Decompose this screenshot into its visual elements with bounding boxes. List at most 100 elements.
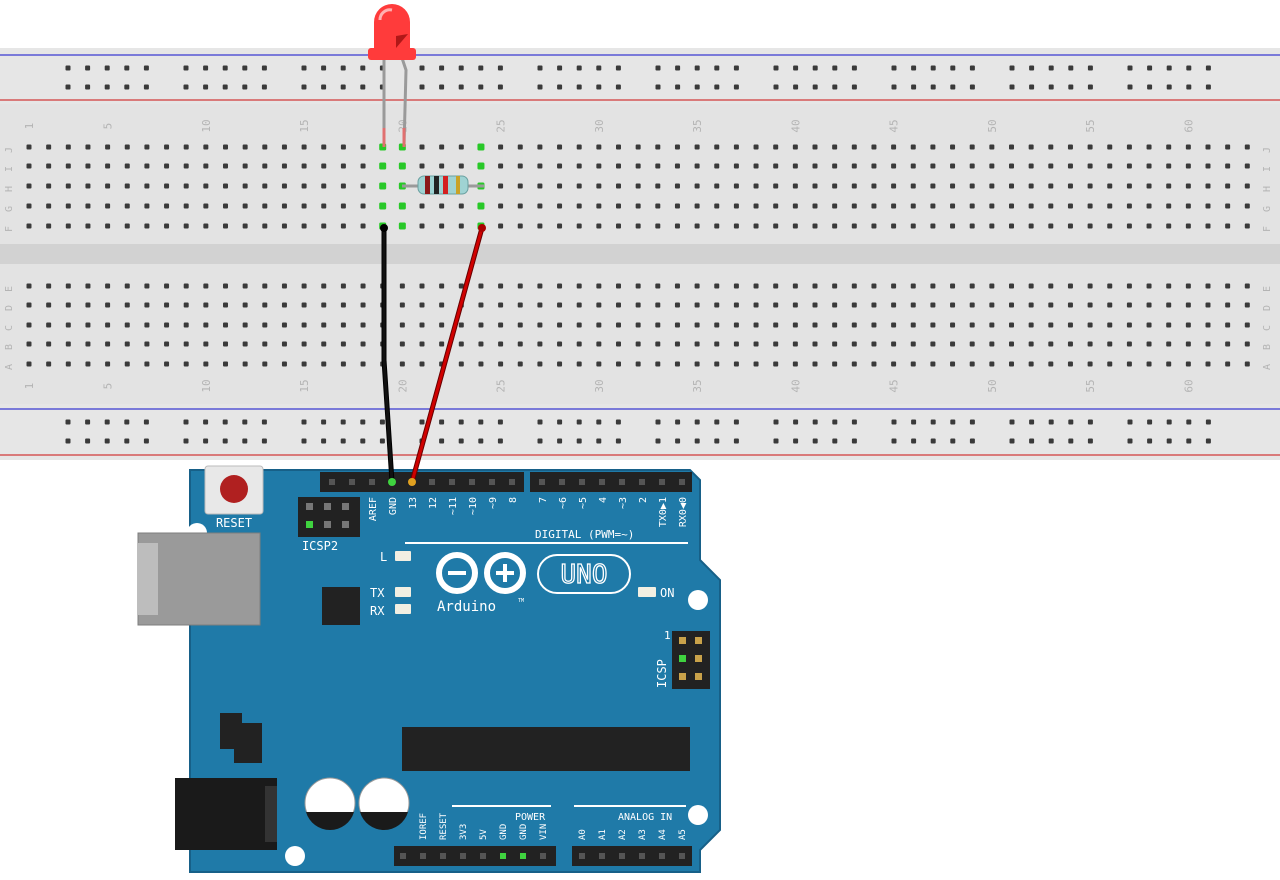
led[interactable] bbox=[368, 4, 416, 148]
header-pin[interactable] bbox=[329, 479, 335, 485]
header-pin[interactable] bbox=[659, 853, 665, 859]
breadboard-hole bbox=[635, 361, 641, 367]
header-pin[interactable] bbox=[509, 479, 515, 485]
breadboard-hole bbox=[85, 302, 91, 308]
breadboard-hole bbox=[792, 163, 798, 169]
breadboard-hole bbox=[694, 183, 700, 189]
rail-hole bbox=[773, 84, 779, 90]
breadboard-hole bbox=[242, 283, 248, 289]
red-wire[interactable] bbox=[410, 226, 484, 484]
led-l-label: L bbox=[380, 550, 387, 564]
header-pin[interactable] bbox=[369, 479, 375, 485]
breadboard-hole bbox=[832, 223, 838, 229]
rail-hole bbox=[615, 438, 621, 444]
row-letter: G bbox=[1262, 206, 1273, 212]
breadboard-hole bbox=[360, 223, 366, 229]
breadboard-hole bbox=[1009, 203, 1014, 209]
breadboard-hole bbox=[694, 322, 700, 328]
header-pin[interactable] bbox=[460, 853, 466, 859]
breadboard-hole bbox=[1087, 322, 1093, 328]
header-pin[interactable] bbox=[449, 479, 455, 485]
rail-hole bbox=[911, 65, 917, 71]
breadboard-hole bbox=[262, 341, 268, 347]
row-letter: I bbox=[4, 166, 15, 172]
rail-hole bbox=[930, 419, 936, 425]
column-number: 25 bbox=[495, 119, 508, 132]
header-pin[interactable] bbox=[619, 853, 625, 859]
breadboard-hole bbox=[1225, 223, 1231, 229]
header-pin[interactable] bbox=[480, 853, 486, 859]
breadboard-hole bbox=[616, 361, 621, 367]
column-number: 50 bbox=[986, 379, 999, 392]
header-pin[interactable] bbox=[400, 853, 406, 859]
logo-trademark: TM bbox=[518, 598, 524, 604]
resistor[interactable] bbox=[402, 175, 484, 195]
breadboard-hole bbox=[635, 283, 641, 289]
header-pin[interactable] bbox=[579, 479, 585, 485]
header-pin[interactable] bbox=[639, 479, 645, 485]
breadboard-hole bbox=[458, 203, 464, 209]
rail-hole bbox=[851, 84, 857, 90]
breadboard-hole bbox=[360, 283, 366, 289]
header-pin[interactable] bbox=[639, 853, 645, 859]
header-pin[interactable] bbox=[429, 479, 435, 485]
header-pin[interactable] bbox=[420, 853, 426, 859]
rail-hole bbox=[596, 438, 602, 444]
rail-hole bbox=[596, 65, 602, 71]
capacitor-left-stripe bbox=[306, 812, 354, 830]
rail-hole bbox=[537, 84, 543, 90]
breadboard-hole bbox=[1225, 283, 1231, 289]
reset-button[interactable] bbox=[220, 475, 248, 503]
header-pin[interactable] bbox=[500, 853, 506, 859]
breadboard-hole bbox=[144, 283, 150, 289]
header-pin[interactable] bbox=[599, 853, 605, 859]
header-pin[interactable] bbox=[469, 479, 475, 485]
rail-hole bbox=[1068, 65, 1074, 71]
breadboard-hole bbox=[105, 144, 111, 150]
header-pin[interactable] bbox=[599, 479, 605, 485]
breadboard-hole bbox=[1028, 283, 1034, 289]
row-letter: F bbox=[4, 226, 15, 232]
header-pin[interactable] bbox=[539, 479, 545, 485]
rail-hole bbox=[537, 419, 543, 425]
header-pin[interactable] bbox=[679, 479, 685, 485]
header-pin[interactable] bbox=[349, 479, 355, 485]
header-pin[interactable] bbox=[489, 479, 495, 485]
breadboard-hole bbox=[733, 361, 739, 367]
breadboard-hole bbox=[223, 283, 228, 289]
breadboard-hole bbox=[242, 341, 248, 347]
breadboard-hole bbox=[1205, 144, 1211, 150]
breadboard-hole bbox=[1166, 341, 1172, 347]
black-wire[interactable] bbox=[382, 226, 394, 484]
breadboard-hole bbox=[616, 203, 621, 209]
row-letter: C bbox=[4, 325, 15, 331]
rail-hole bbox=[261, 65, 267, 71]
highlighted-hole bbox=[477, 162, 485, 170]
breadboard-hole bbox=[1126, 361, 1132, 367]
breadboard-hole bbox=[950, 322, 956, 328]
header-pin[interactable] bbox=[579, 853, 585, 859]
header-pin[interactable] bbox=[440, 853, 446, 859]
breadboard-hole bbox=[517, 183, 523, 189]
icsp2-pin bbox=[306, 521, 313, 528]
led-die bbox=[396, 34, 408, 48]
rail-hole bbox=[360, 65, 366, 71]
breadboard-hole bbox=[773, 302, 779, 308]
breadboard-hole bbox=[910, 341, 916, 347]
breadboard-hole bbox=[183, 183, 189, 189]
reset-label: RESET bbox=[216, 516, 252, 530]
header-pin[interactable] bbox=[540, 853, 546, 859]
header-pin[interactable] bbox=[559, 479, 565, 485]
rail-hole bbox=[1147, 84, 1153, 90]
rail-hole bbox=[497, 419, 503, 425]
header-pin[interactable] bbox=[619, 479, 625, 485]
rail-hole bbox=[261, 419, 267, 425]
breadboard-hole bbox=[753, 302, 759, 308]
header-pin[interactable] bbox=[659, 479, 665, 485]
header-pin[interactable] bbox=[679, 853, 685, 859]
breadboard-hole bbox=[674, 283, 680, 289]
breadboard-hole bbox=[1244, 361, 1250, 367]
breadboard-hole bbox=[753, 322, 759, 328]
header-pin[interactable] bbox=[520, 853, 526, 859]
column-number: 45 bbox=[888, 119, 901, 132]
